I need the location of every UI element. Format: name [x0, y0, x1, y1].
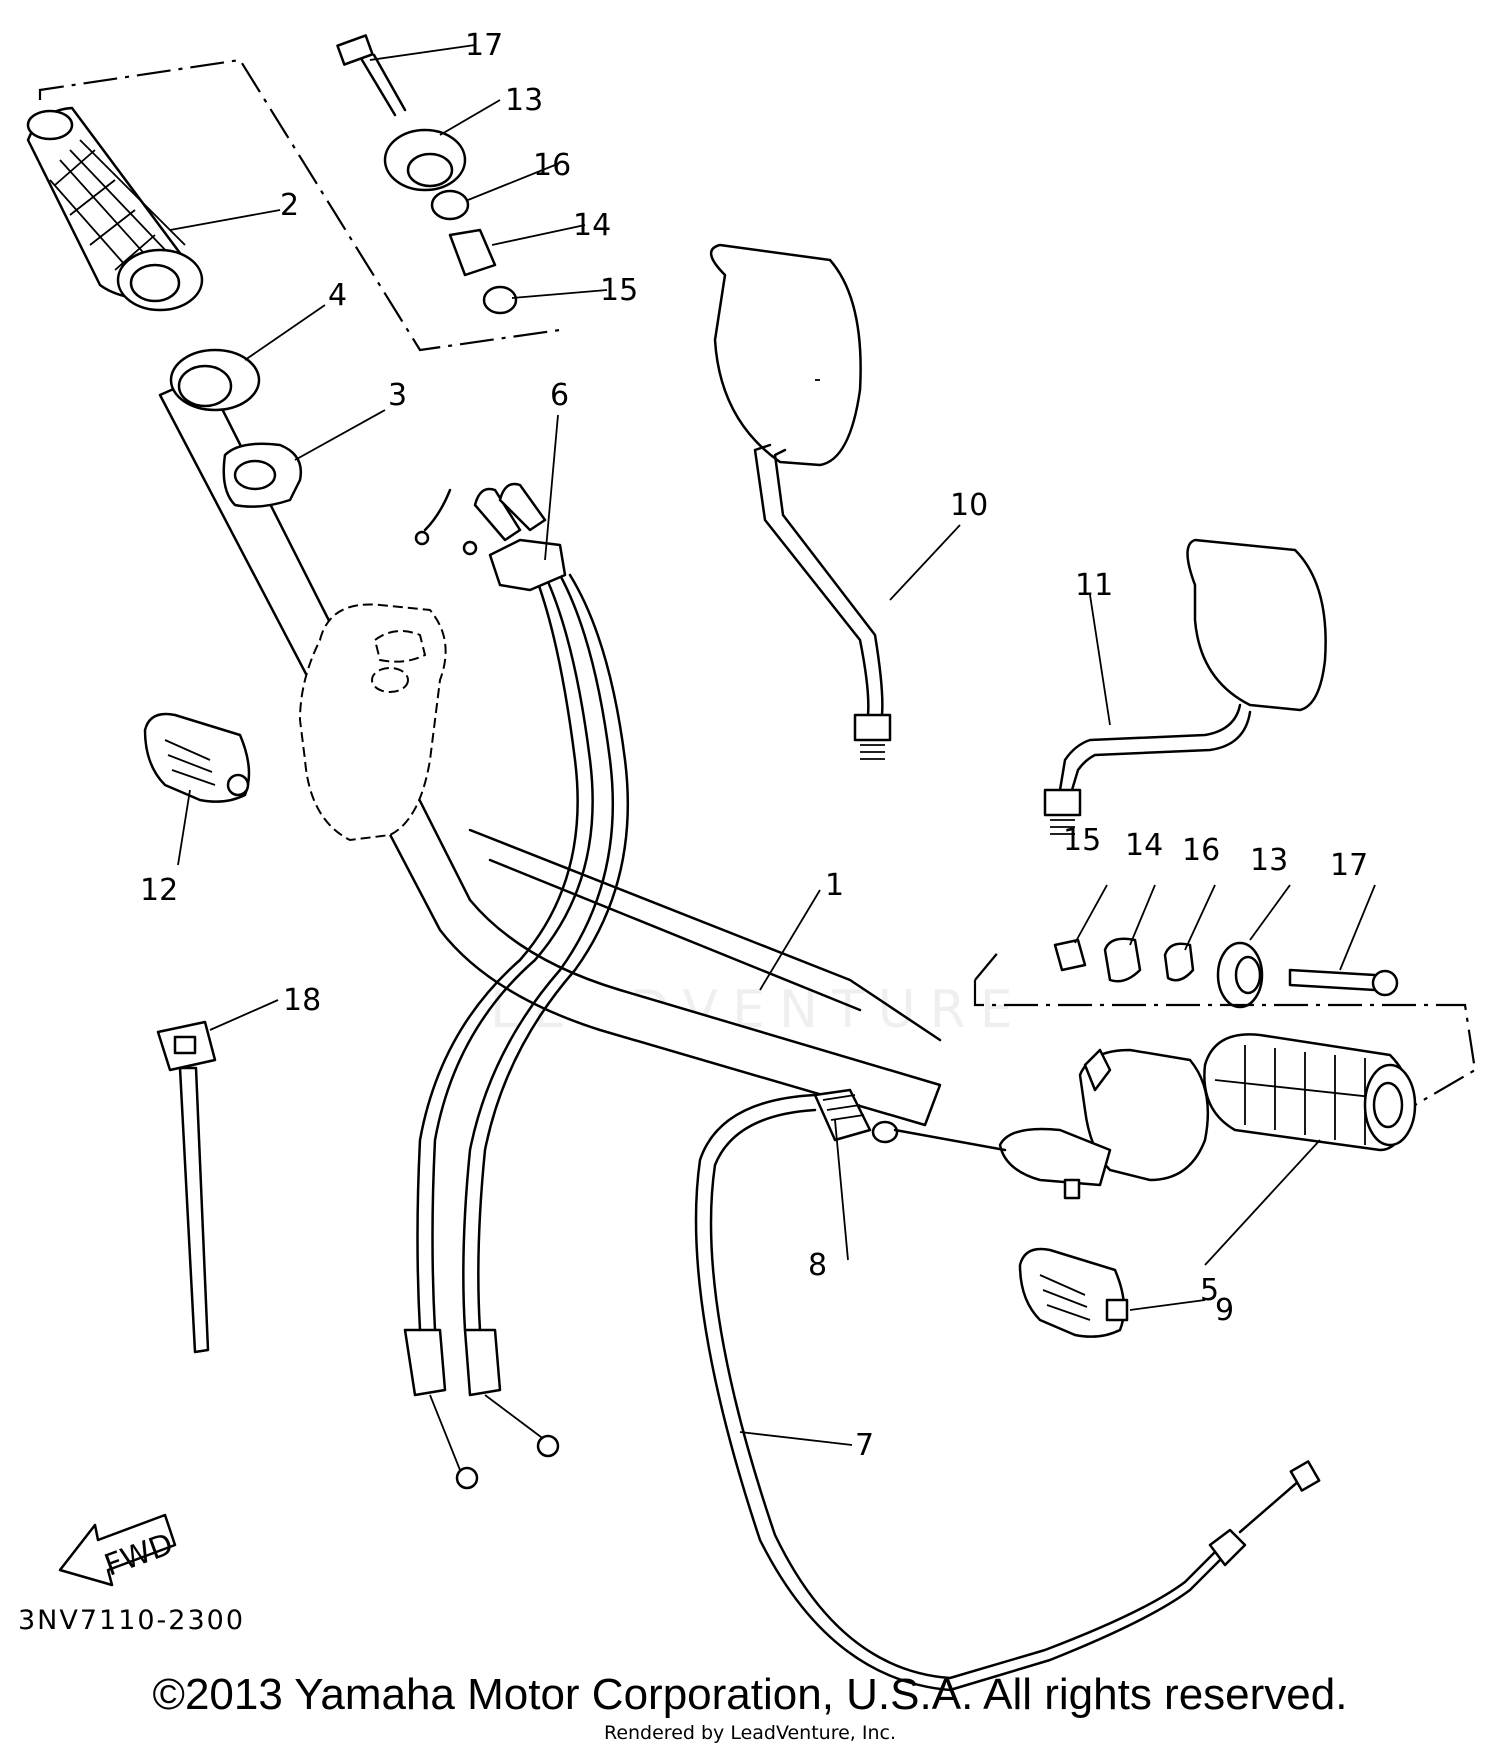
callout-15: 15: [600, 273, 638, 308]
cable-tie[interactable]: [156, 1020, 217, 1354]
cable-adjuster[interactable]: [813, 1088, 1007, 1152]
callout-9: 9: [1215, 1293, 1234, 1328]
callout-13: 13: [505, 83, 543, 118]
callout-10: 10: [950, 488, 988, 523]
assembly-lines: [38, 58, 1477, 1106]
grip-end[interactable]: [169, 348, 261, 412]
callout-18: 18: [283, 983, 321, 1018]
callout-2: 2: [280, 188, 299, 223]
callout-13-right: 13: [1250, 843, 1288, 878]
switch-clamp-left[interactable]: [143, 712, 251, 803]
callout-5: 5: [1200, 1273, 1219, 1308]
callout-15-right: 15: [1063, 823, 1101, 858]
rendered-by-note: Rendered by LeadVenture, Inc.: [603, 1722, 897, 1744]
callout-3: 3: [388, 378, 407, 413]
clutch-cable[interactable]: [694, 1093, 1321, 1692]
callout-7: 7: [855, 1428, 874, 1463]
callout-6: 6: [550, 378, 569, 413]
diagram-code: 3NV7110-2300: [18, 1605, 246, 1636]
clutch-lever-holder[interactable]: [998, 1048, 1210, 1200]
switch-clamp-right[interactable]: [1018, 1247, 1129, 1338]
callout-16-right: 16: [1182, 833, 1220, 868]
callout-1: 1: [825, 868, 844, 903]
copyright-notice: ©2013 Yamaha Motor Corporation, U.S.A. A…: [152, 1670, 1348, 1719]
callout-4: 4: [328, 278, 347, 313]
throttle-housing-outline: [298, 603, 447, 842]
left-grip[interactable]: [26, 106, 204, 312]
callout-8: 8: [808, 1248, 827, 1283]
right-grip[interactable]: [1203, 1033, 1417, 1152]
throttle-holder[interactable]: [222, 442, 303, 508]
callout-12: 12: [140, 873, 178, 908]
callout-14: 14: [573, 208, 611, 243]
mirror-left[interactable]: [710, 243, 892, 760]
callout-17: 17: [465, 28, 503, 63]
grip-end-stack-upper[interactable]: [336, 34, 518, 315]
leader-lines: [169, 44, 1376, 1446]
grip-end-stack-right[interactable]: [1053, 937, 1399, 1009]
callout-11: 11: [1075, 568, 1113, 603]
callout-17-right: 17: [1330, 848, 1368, 883]
callout-16: 16: [533, 148, 571, 183]
callout-14-right: 14: [1125, 828, 1163, 863]
throttle-cables[interactable]: [403, 482, 630, 1490]
mirror-right[interactable]: [1043, 538, 1327, 835]
callout-labels: 1 2 3 4 5 6 7 8 9 10 11 12 13 14 15 16 1…: [140, 28, 1368, 1463]
fwd-arrow: FWD: [58, 1513, 178, 1587]
